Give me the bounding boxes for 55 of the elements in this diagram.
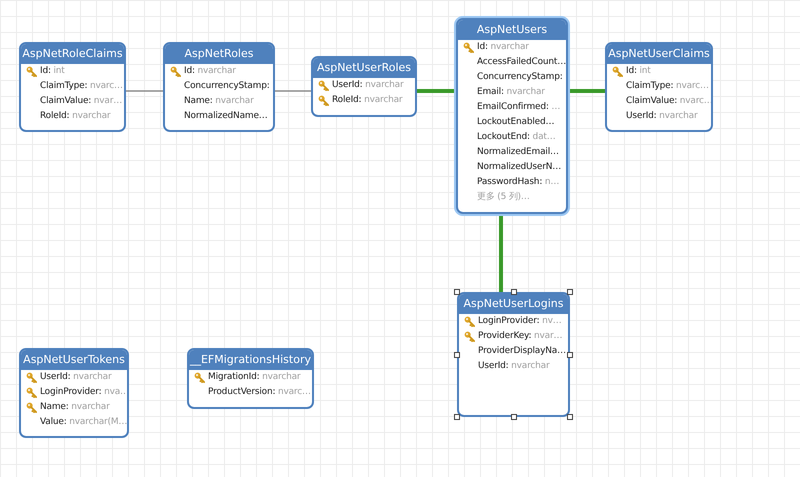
column-field: UserId: nvarchar <box>607 109 711 124</box>
table-card <box>19 42 126 132</box>
table-card <box>187 348 314 409</box>
column-field: ClaimType: nvarc… <box>607 79 711 94</box>
relationship-line <box>126 90 163 92</box>
column-field: Name: nvarchar <box>21 400 127 415</box>
relationship-line <box>275 90 311 92</box>
table-card <box>605 42 713 132</box>
column-field: LockoutEnabled… <box>458 115 566 130</box>
column-field: AccessFailedCount… <box>458 55 566 70</box>
table-title: AspNetUsers <box>458 20 566 40</box>
more-columns-text: 更多 (5 列)… <box>476 190 531 204</box>
column-field: ProductVersion: nvarc… <box>189 385 312 400</box>
column-field: MigrationId: nvarchar <box>189 370 312 385</box>
relationship-line <box>417 89 456 93</box>
column-field: Email: nvarchar <box>458 85 566 100</box>
table-card <box>311 56 417 117</box>
column-field: NormalizedUserN… <box>458 160 566 175</box>
column-field: ConcurrencyStamp: <box>458 70 566 85</box>
table-card <box>19 348 129 438</box>
table-card <box>457 292 570 417</box>
table-title: AspNetUserLogins <box>459 294 568 314</box>
table-title: __EFMigrationsHistory <box>189 350 312 370</box>
column-field: UserId: nvarchar <box>459 359 568 374</box>
column-field: Id: int <box>21 64 124 79</box>
column-field: ProviderKey: nvar… <box>459 329 568 344</box>
column-field: Id: int <box>607 64 711 79</box>
column-field: NormalizedEmail… <box>458 145 566 160</box>
column-field: NormalizedName… <box>165 109 273 124</box>
column-field: ProviderDisplayNa… <box>459 344 568 359</box>
table-title: AspNetUserClaims <box>607 44 711 64</box>
column-field: UserId: nvarchar <box>313 78 415 93</box>
column-field: EmailConfirmed: … <box>458 100 566 115</box>
table-card <box>456 18 568 214</box>
column-field: Name: nvarchar <box>165 94 273 109</box>
column-field: LockoutEnd: dat… <box>458 130 566 145</box>
column-field: ClaimValue: nvar… <box>21 94 124 109</box>
table-title: AspNetRoleClaims <box>21 44 124 64</box>
column-field: Id: nvarchar <box>458 40 566 55</box>
column-field: UserId: nvarchar <box>21 370 127 385</box>
column-field: ClaimType: nvarc… <box>21 79 124 94</box>
table-card <box>163 42 275 132</box>
column-field: ConcurrencyStamp: <box>165 79 273 94</box>
column-field: RoleId: nvarchar <box>313 93 415 108</box>
relationship-line <box>499 214 503 292</box>
column-field: Value: nvarchar(M… <box>21 415 127 430</box>
column-field: LoginProvider: nva… <box>21 385 127 400</box>
column-field: LoginProvider: nv… <box>459 314 568 329</box>
table-title: AspNetUserTokens <box>21 350 127 370</box>
column-field: PasswordHash: n… <box>458 175 566 190</box>
column-field: Id: nvarchar <box>165 64 273 79</box>
table-title: AspNetUserRoles <box>313 58 415 78</box>
table-title: AspNetRoles <box>165 44 273 64</box>
relationship-line <box>568 89 605 93</box>
column-field: RoleId: nvarchar <box>21 109 124 124</box>
